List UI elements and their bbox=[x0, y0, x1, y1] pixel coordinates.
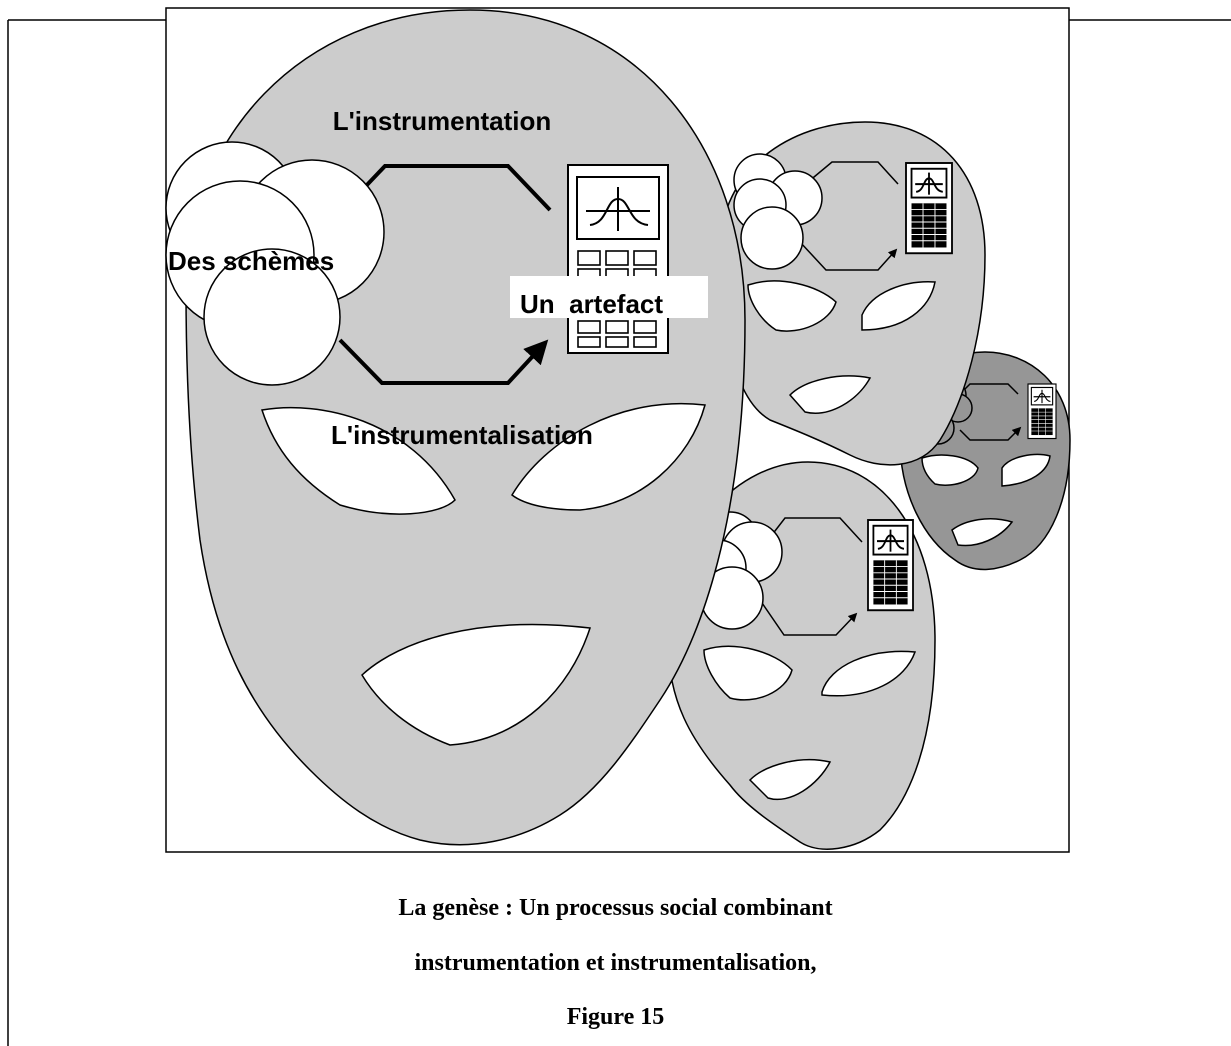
instrumentalisation-arrow bbox=[338, 338, 549, 385]
caption-line-1: La genèse : Un processus social combinan… bbox=[398, 895, 833, 921]
calculator-icon bbox=[567, 164, 669, 354]
mask-large-mouth bbox=[361, 623, 591, 746]
label-schemes: Des schèmes bbox=[168, 246, 334, 276]
label-instrumentalisation: L'instrumentalisation bbox=[331, 420, 593, 450]
mask-large-right-eye bbox=[511, 402, 706, 511]
caption-line-3: Figure 15 bbox=[566, 1004, 665, 1030]
label-artefact: Un artefact bbox=[520, 289, 663, 319]
schemes-circles bbox=[165, 141, 385, 386]
caption-line-2: instrumentation et instrumentalisation, bbox=[414, 950, 817, 976]
label-instrumentation: L'instrumentation bbox=[333, 106, 552, 136]
mask-large bbox=[165, 9, 746, 846]
artefact-label-box bbox=[510, 276, 708, 318]
mask-large-left-eye bbox=[261, 406, 456, 515]
mask-top-right bbox=[719, 121, 986, 466]
mask-bottom-right bbox=[667, 461, 936, 850]
